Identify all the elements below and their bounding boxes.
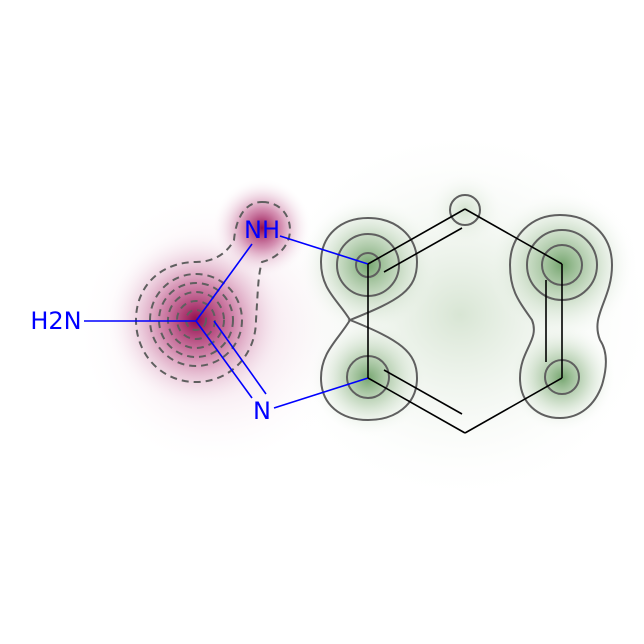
- bond-carbon-n-1: [195, 320, 253, 399]
- negative-contour-ring-1: [149, 273, 243, 367]
- negative-contour-ring-5: [185, 309, 207, 331]
- bond-nh-ring: [279, 235, 369, 265]
- positive-contour-top: [449, 194, 481, 226]
- bond-carbon-nh: [195, 243, 253, 322]
- ring-bond-2: [464, 208, 563, 265]
- ring-bond-5: [367, 377, 466, 434]
- positive-contour-left: [319, 216, 419, 422]
- ring-bond-5-inner: [383, 369, 463, 415]
- bonds: [84, 208, 563, 434]
- density-field: [75, 125, 644, 505]
- ring-bond-1: [367, 208, 466, 265]
- atom-label-n: N: [253, 397, 271, 425]
- bond-carbon-n-2: [213, 320, 267, 395]
- negative-contour-outer: [134, 200, 292, 384]
- bond-n-ring: [273, 377, 369, 409]
- ring-bond-4: [464, 377, 563, 434]
- atom-labels: H2N NH N: [30, 216, 280, 425]
- atom-label-amine: H2N: [30, 307, 81, 335]
- negative-contour-ring-3: [167, 291, 225, 349]
- atom-label-nh: NH: [244, 216, 280, 244]
- negative-contours: [134, 200, 292, 384]
- negative-contour-ring-4: [176, 300, 216, 340]
- ring-bond-1-inner: [383, 227, 463, 273]
- positive-contour-right: [508, 213, 614, 420]
- negative-blob-nh: [212, 178, 312, 278]
- negative-contour-ring-2: [158, 282, 234, 358]
- positive-blob-top: [425, 170, 505, 250]
